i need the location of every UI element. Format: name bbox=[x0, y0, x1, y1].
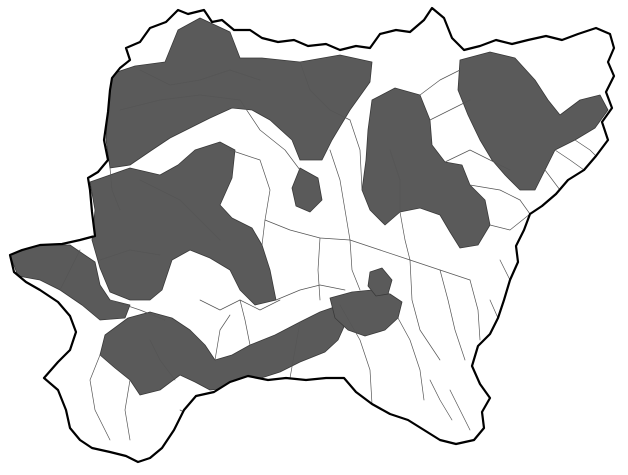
subbasin-boundary-line bbox=[419, 69, 461, 96]
subbasin-boundary-line bbox=[275, 284, 346, 301]
subbasin-boundary-line bbox=[239, 99, 301, 171]
subbasin-boundary-line bbox=[139, 179, 181, 201]
subbasin-boundary-line bbox=[309, 379, 331, 421]
subbasin-boundary-line bbox=[317, 237, 321, 301]
shaded-basin-ridge bbox=[291, 167, 323, 213]
subbasin-boundary-line bbox=[299, 61, 351, 121]
subbasin-boundary-line bbox=[179, 409, 221, 421]
subbasin-boundary-line bbox=[99, 249, 161, 261]
shaded-basin-center-patch bbox=[367, 267, 393, 297]
subbasin-boundary-line bbox=[519, 199, 531, 215]
subbasin-boundary-line bbox=[439, 269, 466, 361]
shaded-basin-northwest bbox=[105, 17, 373, 169]
subbasin-boundary-line bbox=[59, 249, 81, 291]
shaded-basin-southwest-peninsula bbox=[10, 244, 131, 321]
subbasin-boundary-line bbox=[329, 149, 351, 241]
subbasin-boundary-line bbox=[124, 379, 131, 441]
subbasin-boundary-line bbox=[239, 299, 251, 346]
subbasin-boundary-line bbox=[469, 279, 481, 341]
shaded-basin-central-east bbox=[361, 87, 491, 249]
subbasin-boundary-line bbox=[109, 167, 121, 211]
subbasin-boundary-line bbox=[389, 149, 401, 213]
subbasin-boundary-line bbox=[489, 299, 499, 319]
subbasin-boundary-line bbox=[89, 354, 111, 441]
subbasin-boundary-line bbox=[139, 69, 261, 86]
subbasin-boundary-line bbox=[339, 304, 373, 405]
subbasin-boundary-line bbox=[239, 379, 263, 411]
subbasin-boundary-line bbox=[179, 199, 221, 241]
subbasin-boundary-line bbox=[397, 317, 425, 401]
subbasin-boundary-line bbox=[409, 259, 441, 361]
subbasin-boundary-line bbox=[349, 119, 363, 191]
subbasin-boundary-line bbox=[429, 99, 471, 121]
shaded-basin-south bbox=[99, 304, 349, 396]
subbasin-boundary-line bbox=[469, 184, 521, 201]
subbasin-boundary-line bbox=[449, 389, 471, 431]
subbasin-boundary-line bbox=[554, 149, 585, 171]
subbasin-boundary-line bbox=[379, 249, 471, 281]
subbasin-boundary-line bbox=[574, 139, 597, 157]
subbasin-boundary-line bbox=[289, 321, 301, 379]
territory-outline bbox=[8, 6, 616, 464]
subbasin-boundary-line bbox=[229, 149, 271, 246]
subbasin-boundary-line bbox=[214, 314, 231, 361]
shaded-basin-west bbox=[89, 141, 277, 306]
subbasin-boundary-line bbox=[429, 379, 453, 421]
subbasin-boundary-line bbox=[489, 213, 531, 231]
subbasin-boundary-line bbox=[349, 239, 361, 291]
subbasin-boundary-line bbox=[444, 149, 511, 171]
subbasin-boundary-line bbox=[149, 339, 176, 381]
subbasin-boundary-line bbox=[499, 259, 511, 281]
subbasin-boundary-line bbox=[119, 94, 241, 111]
subbasin-boundary-line bbox=[109, 299, 166, 321]
subbasin-boundary-line bbox=[399, 211, 411, 261]
shaded-subbasins bbox=[10, 17, 609, 396]
